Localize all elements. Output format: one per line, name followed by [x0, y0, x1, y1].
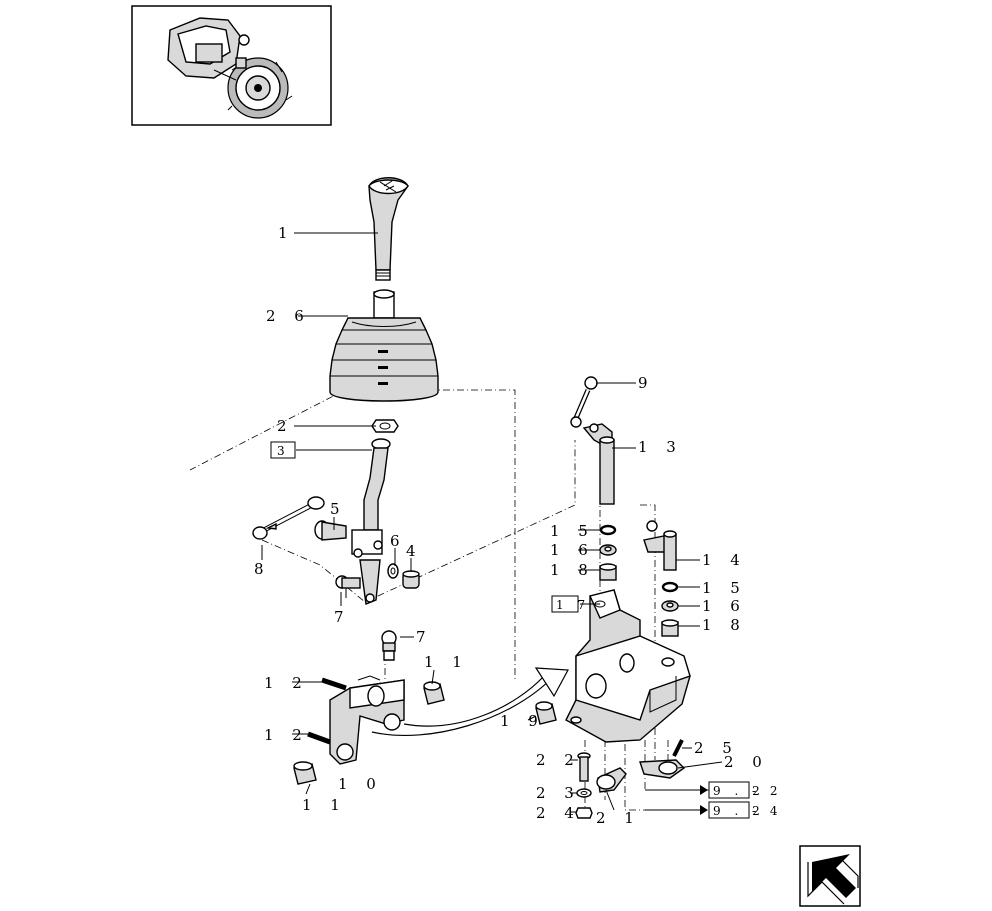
- callout-4: 4: [406, 542, 423, 560]
- callout-20: 2 0: [724, 753, 769, 771]
- ball-stud-7-lower: [381, 630, 397, 661]
- callout-18-right: 1 8: [702, 616, 747, 634]
- screw-12-lower: [307, 731, 331, 745]
- callout-6: 6: [390, 532, 407, 550]
- gear-lever-handle: [368, 177, 409, 281]
- assembly-arrow: [371, 667, 569, 737]
- snap-ring-15-right: [661, 581, 679, 593]
- callout-3: 3: [277, 444, 290, 458]
- callout-labels: 1 2 6 2 3 5 6 4 8 7 7 1 2 1 1 1 2 1 0 1 …: [254, 224, 769, 827]
- callout-15-left: 1 5: [550, 522, 595, 540]
- callout-17: 1 7: [556, 598, 590, 612]
- bracket-21: [596, 767, 627, 793]
- bushing-11-upper: [423, 681, 445, 705]
- callout-13: 1 3: [638, 438, 683, 456]
- callout-15-right: 1 5: [702, 579, 747, 597]
- washer-16-right: [661, 600, 679, 612]
- callout-12-upper: 1 2: [264, 674, 309, 692]
- ref-subpage: - 2: [752, 784, 783, 798]
- callout-16-right: 1 6: [702, 597, 747, 615]
- bolt-22: [577, 752, 591, 782]
- callout-26: 2 6: [266, 307, 311, 325]
- callout-9: 9: [638, 374, 655, 392]
- cross-reference-9-2-4[interactable]: 9 . 2 - 4: [700, 801, 783, 819]
- gear-lever-rod: [351, 438, 391, 605]
- callout-25: 2 5: [694, 739, 739, 757]
- callout-18-left: 1 8: [550, 561, 595, 579]
- shaft-13: [582, 423, 615, 505]
- callout-1: 1: [278, 224, 295, 242]
- callout-2: 2: [277, 417, 294, 435]
- ref-arrow-icon: [700, 785, 708, 795]
- callout-21: 2 1: [596, 809, 641, 827]
- previous-page-arrow-icon: [807, 854, 859, 905]
- callout-3-box: [270, 441, 296, 459]
- washer-6: [387, 563, 399, 579]
- nut-24: [575, 807, 593, 819]
- bushing-4: [402, 570, 420, 589]
- callout-23: 2 3: [536, 784, 581, 802]
- bracket-20: [639, 759, 686, 779]
- rubber-boot: [329, 289, 439, 402]
- callout-14: 1 4: [702, 551, 747, 569]
- screw-12-upper: [321, 677, 347, 691]
- callout-5: 5: [330, 500, 347, 518]
- snap-ring-15-left: [599, 524, 617, 536]
- bushing-11-lower: [293, 761, 317, 785]
- previous-page-button[interactable]: [799, 845, 861, 907]
- ball-stud-7-upper: [335, 575, 361, 598]
- callout-12-lower: 1 2: [264, 726, 309, 744]
- linkage-9: [570, 376, 598, 428]
- bushing-19: [535, 701, 557, 725]
- pin-25: [672, 739, 684, 757]
- ref-page: 9 . 2: [713, 784, 765, 798]
- assembly-thumbnail[interactable]: [131, 5, 332, 126]
- callout-16-left: 1 6: [550, 541, 595, 559]
- bolt-5: [314, 520, 347, 541]
- ref-subpage: - 4: [752, 804, 783, 818]
- callout-11-upper: 1 1: [424, 653, 469, 671]
- washer-23: [576, 788, 592, 798]
- ref-page: 9 . 2: [713, 804, 765, 818]
- bushing-18-right: [661, 619, 679, 637]
- callout-22: 2 2: [536, 751, 581, 769]
- leader-lines: [261, 232, 723, 813]
- callout-10: 1 0: [338, 775, 383, 793]
- cross-reference-9-2-2[interactable]: 9 . 2 - 2: [700, 781, 783, 799]
- ref-arrow-icon: [700, 805, 708, 815]
- callout-17-box: [551, 595, 579, 613]
- selector-housing: [565, 589, 691, 743]
- washer-16-left: [599, 544, 617, 556]
- callout-8: 8: [254, 560, 271, 578]
- transmission-thumbnail-icon: [167, 17, 293, 119]
- ref-box: [708, 781, 750, 799]
- callout-7-lower: 7: [416, 628, 433, 646]
- bushing-18-left: [599, 563, 617, 581]
- callout-7-upper: 7: [334, 608, 351, 626]
- selector-lever: [329, 675, 405, 765]
- ball-joint-rod: [252, 496, 325, 540]
- assembly-dash-lines: [189, 389, 710, 811]
- callout-24: 2 4: [536, 804, 581, 822]
- callout-11-lower: 1 1: [302, 796, 347, 814]
- callout-19: 1 9: [500, 712, 545, 730]
- shaft-14: [643, 520, 677, 571]
- ref-box: [708, 801, 750, 819]
